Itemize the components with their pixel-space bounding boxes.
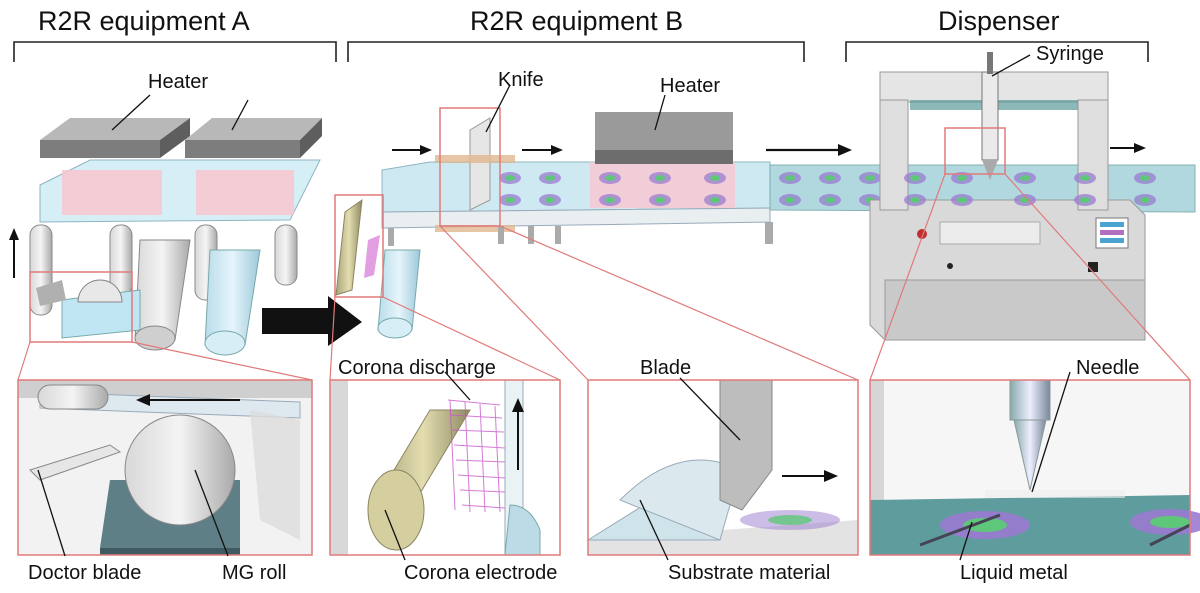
equipment-a-illustration (9, 118, 322, 356)
label-needle: Needle (1076, 357, 1140, 379)
callout-box-syringe (944, 127, 1006, 175)
label-substrate-material: Substrate material (668, 562, 831, 584)
label-corona-discharge: Corona discharge (338, 357, 496, 379)
heater-b (595, 112, 733, 164)
printed-pattern-core (545, 197, 555, 203)
detail-panel-corona (330, 379, 560, 556)
printed-pattern-core (710, 175, 720, 181)
printed-pattern-core (1140, 175, 1150, 181)
printed-pattern-core (710, 197, 720, 203)
printed-pattern-core (825, 197, 835, 203)
printed-pattern-core (825, 175, 835, 181)
printed-pattern-core (785, 175, 795, 181)
detail-frame-3 (587, 379, 859, 556)
printed-pattern-core (545, 175, 555, 181)
callout-box-knife (439, 107, 501, 227)
label-heater-b: Heater (660, 75, 721, 97)
detail-panel-needle (870, 379, 1200, 555)
section-bracket-b (347, 41, 805, 62)
detail-panel-blade (586, 379, 858, 555)
label-blade: Blade (640, 357, 692, 379)
label-corona-electrode: Corona electrode (404, 562, 558, 584)
printed-pattern-core (605, 197, 615, 203)
label-liquid-metal: Liquid metal (960, 562, 1068, 584)
label-leader-lines (37, 54, 1071, 561)
printed-pattern-core (605, 175, 615, 181)
label-heater-a: Heater (148, 71, 209, 93)
printed-pattern-core (1080, 175, 1090, 181)
printed-pattern-core (655, 197, 665, 203)
section-bracket-dispenser (845, 41, 1149, 62)
printed-pattern-core (505, 197, 515, 203)
detail-panel-doctor-blade (18, 380, 312, 555)
heater-a-left (40, 118, 190, 158)
printed-pattern-core (1080, 197, 1090, 203)
label-knife: Knife (498, 69, 544, 91)
callout-box-a (29, 271, 133, 343)
printed-pattern-core (1140, 197, 1150, 203)
printed-pattern-core (910, 175, 920, 181)
section-bracket-a (13, 41, 337, 62)
label-doctor-blade: Doctor blade (28, 562, 142, 584)
label-syringe: Syringe (1036, 43, 1104, 65)
corona-discharge-shape (447, 399, 506, 513)
callout-connectors (17, 173, 1191, 381)
printed-pattern-core (785, 197, 795, 203)
section-title-dispenser: Dispenser (938, 6, 1060, 36)
printed-pattern-core (957, 175, 967, 181)
printed-pattern-core (1020, 175, 1030, 181)
detail-frame-1 (17, 379, 313, 556)
printed-pattern-core (957, 197, 967, 203)
printed-pattern-core (505, 175, 515, 181)
section-title-equipment-a: R2R equipment A (38, 6, 250, 36)
label-mg-roll: MG roll (222, 562, 287, 584)
heater-a-right (185, 118, 322, 158)
printed-pattern-core (655, 175, 665, 181)
transfer-arrow (262, 296, 362, 346)
detail-frame-4 (869, 379, 1191, 556)
detail-frame-2 (329, 379, 561, 556)
section-title-equipment-b: R2R equipment B (470, 6, 684, 36)
printed-pattern-core (910, 197, 920, 203)
printed-pattern-core (865, 175, 875, 181)
callout-box-corona (334, 194, 384, 298)
knife-shape (469, 117, 491, 211)
dispenser-illustration (869, 52, 1156, 341)
